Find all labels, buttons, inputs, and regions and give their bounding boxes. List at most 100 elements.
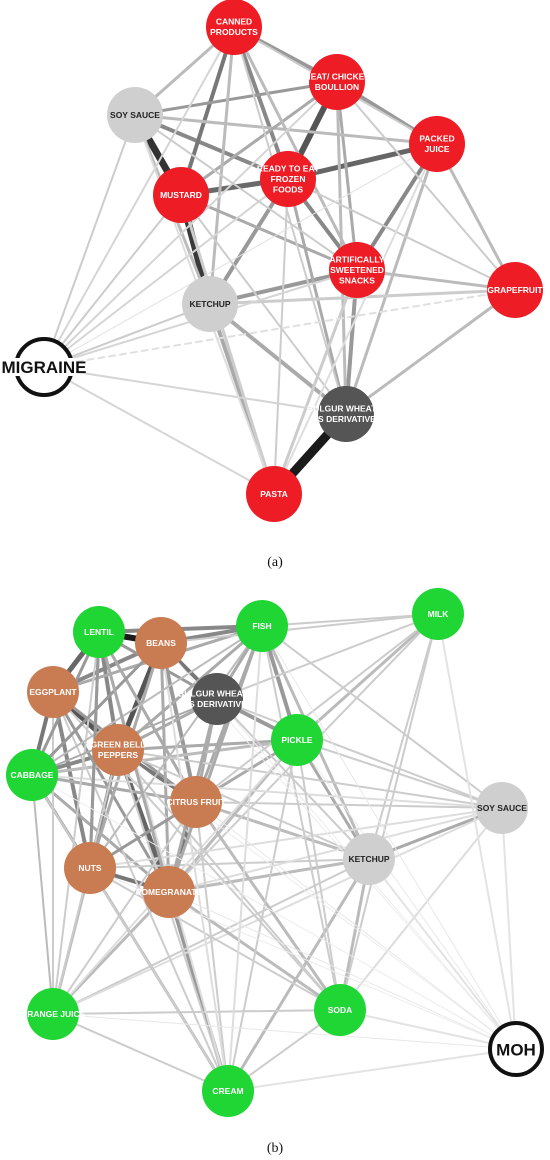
meat-circle <box>309 54 365 110</box>
edge-canned-mustard <box>179 25 236 197</box>
bulgur-label-line: ITS DERIVATIVES <box>181 699 252 709</box>
migraine-label-line: MIGRAINE <box>2 358 87 377</box>
artif-label-line: SNACKS <box>339 275 375 285</box>
nuts-circle <box>64 842 116 894</box>
panel-b-caption: (b) <box>267 1141 284 1156</box>
migraine-ring-gap <box>12 358 76 376</box>
edge-soy-artif <box>134 114 358 271</box>
pomegranate-label-line: POMEGRANATE <box>136 887 203 897</box>
edge-meat-grapefruit <box>336 81 516 291</box>
cabbage-label-line: CABBAGE <box>11 770 54 780</box>
grapefruit-label-line: GRAPEFRUIT <box>487 285 543 295</box>
edge-milk-soda <box>339 613 439 1011</box>
edge-orangejuice-cabbage <box>31 774 54 1015</box>
edge-migraine-ready <box>43 178 289 368</box>
canned-circle <box>206 0 262 55</box>
edge-migraine-meat <box>43 81 338 368</box>
ready-circle <box>260 151 316 207</box>
node-citrus: CITRUS FRUIT <box>166 776 226 828</box>
edge-mustard-meat <box>179 80 339 197</box>
node-pomegranate: POMEGRANATE <box>136 866 203 918</box>
edge-pomegranate-fish <box>167 624 264 894</box>
edge-canned-bulgur <box>233 26 347 415</box>
edge-nuts-fish <box>89 625 263 869</box>
cabbage-circle <box>6 749 58 801</box>
greenbell-circle <box>92 724 144 776</box>
edge-milk-pickle <box>295 612 440 742</box>
edge-ketchup-nuts <box>89 858 370 869</box>
bulgur-label-line: ITS DERIVATIVES <box>310 414 381 424</box>
lentil-circle <box>73 606 125 658</box>
milk-circle <box>412 588 464 640</box>
node-soy: SOY SAUCE <box>107 87 163 143</box>
edge-soda-greenbell <box>117 749 341 1011</box>
node-soda: SODA <box>314 984 366 1036</box>
edge-cream-eggplant <box>52 691 229 1092</box>
edge-mustard-pasta <box>179 193 276 496</box>
edge-moh-citrus <box>195 801 517 1050</box>
artif-label-line: ARTIFICALLY <box>330 254 385 264</box>
pomegranate-circle <box>143 866 195 918</box>
node-nuts: NUTS <box>64 842 116 894</box>
edge-migraine-grapefruit <box>43 289 516 368</box>
ketchup-label-line: KETCHUP <box>348 854 389 864</box>
edge-soda-citrus <box>194 800 342 1012</box>
node-fish: FISH <box>236 600 288 652</box>
edge-mustard-artif <box>179 193 359 272</box>
artif-label-line: SWEETENED <box>330 265 384 275</box>
edge-cream-cabbage <box>31 774 229 1092</box>
soy-label-line: SOY SAUCE <box>477 803 527 813</box>
artif-circle <box>329 242 385 298</box>
edge-moh-fish <box>261 625 517 1050</box>
node-soy: SOY SAUCE <box>476 782 528 834</box>
node-orangejuice: ORANGE JUICE <box>21 988 86 1040</box>
edge-soy-pomegranate <box>168 807 503 893</box>
soy-circle <box>107 87 163 143</box>
bulgur-circle <box>318 386 374 442</box>
edge-milk-fish <box>261 613 439 627</box>
mustard-circle <box>153 167 209 223</box>
greenbell-label-line: PEPPERS <box>98 750 138 760</box>
edge-moh-soy <box>501 807 517 1050</box>
edge-soy-greenbell <box>117 749 503 809</box>
edge-migraine-mustard <box>43 194 182 368</box>
fish-label-line: FISH <box>252 621 271 631</box>
edge-soda-pomegranate <box>167 890 342 1012</box>
canned-label-line: CANNED <box>216 17 252 27</box>
eggplant-label-line: EGGPLANT <box>29 687 77 697</box>
edge-mustard-bulgur <box>180 194 347 415</box>
node-migraine: MIGRAINE <box>2 337 87 397</box>
edge-moh-soda <box>339 1009 517 1050</box>
edge-moh-orangejuice <box>52 1013 517 1050</box>
node-cabbage: CABBAGE <box>6 749 58 801</box>
edge-beans-pomegranate <box>159 641 171 894</box>
ready-label-line: READY TO EAT <box>257 163 320 173</box>
soda-circle <box>314 984 366 1036</box>
edge-soy-fish <box>261 625 503 809</box>
panel-a-caption: (a) <box>267 555 283 570</box>
edge-cream-fish <box>227 625 263 1092</box>
node-grapefruit: GRAPEFRUIT <box>487 262 543 318</box>
edge-moh-cream <box>227 1048 517 1092</box>
node-eggplant: EGGPLANT <box>27 666 79 718</box>
citrus-label-line: CITRUS FRUIT <box>166 797 226 807</box>
pickle-label-line: PICKLE <box>281 735 313 745</box>
node-pickle: PICKLE <box>271 714 323 766</box>
edge-migraine-pasta <box>43 366 275 495</box>
node-bulgur: BULGUR WHEAT &ITS DERIVATIVES <box>178 673 256 725</box>
edge-cream-pickle <box>227 739 298 1092</box>
nuts-label-line: NUTS <box>78 863 101 873</box>
edge-ready-grapefruit <box>287 178 516 291</box>
edge-migraine-bulgur <box>43 366 347 415</box>
bulgur-label-line: BULGUR WHEAT & <box>307 404 385 414</box>
pickle-circle <box>271 714 323 766</box>
edge-ketchup-pomegranate <box>167 857 371 894</box>
edge-canned-ketchup <box>208 25 236 306</box>
beans-circle <box>135 617 187 669</box>
edge-milk-beans <box>160 613 439 644</box>
